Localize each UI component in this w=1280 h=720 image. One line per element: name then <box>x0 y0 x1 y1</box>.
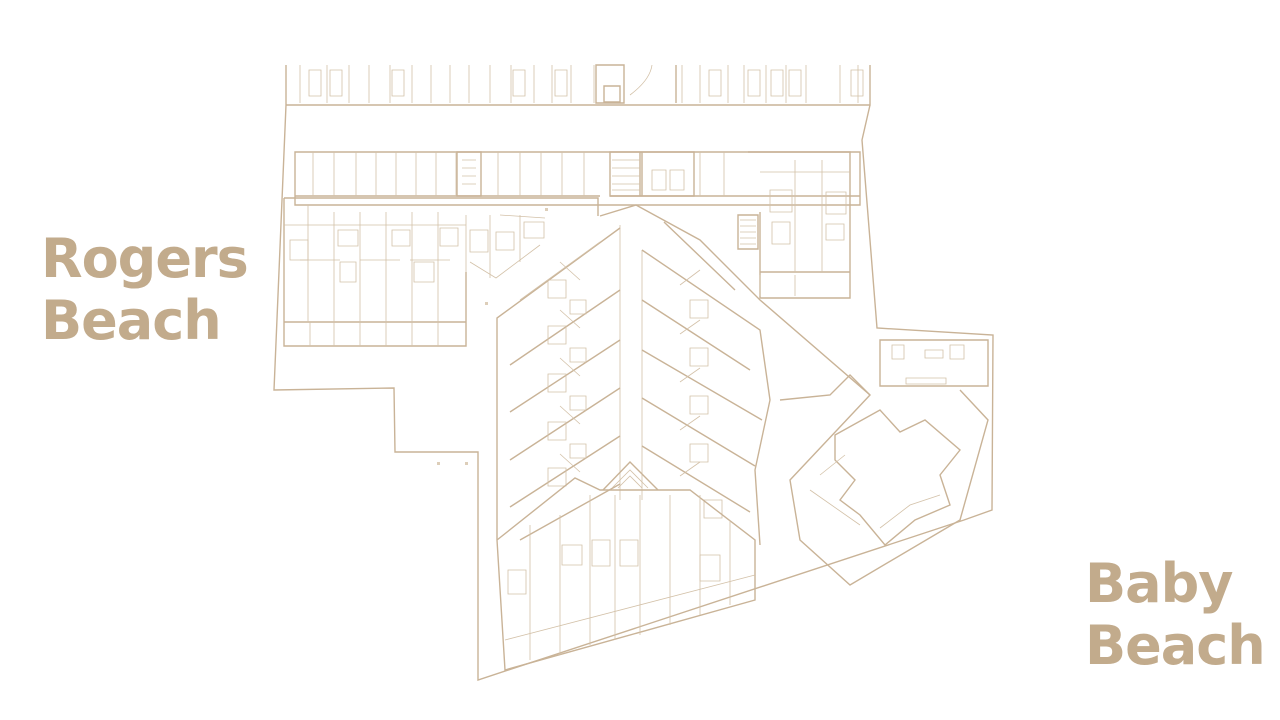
site-marks <box>437 208 548 465</box>
baby-beach-label: Baby Beach <box>1085 552 1266 677</box>
pool <box>779 374 989 586</box>
right-diagonal-units <box>641 249 771 546</box>
parking-row <box>299 64 864 104</box>
right-wing <box>737 151 851 299</box>
upper-strip <box>294 151 861 206</box>
baby-beach-label-line2: Beach <box>1085 614 1266 677</box>
left-wing <box>283 197 599 347</box>
rogers-beach-label-line2: Beach <box>41 289 222 352</box>
baby-beach-label-line1: Baby <box>1085 552 1233 615</box>
lower-block <box>496 461 756 671</box>
amenity-block <box>879 339 989 387</box>
rogers-beach-label-line1: Rogers <box>41 227 249 290</box>
left-diagonal-units <box>496 227 621 541</box>
rogers-beach-label: Rogers Beach <box>41 227 249 352</box>
site-boundary <box>273 65 994 681</box>
central-corridor <box>599 204 871 500</box>
